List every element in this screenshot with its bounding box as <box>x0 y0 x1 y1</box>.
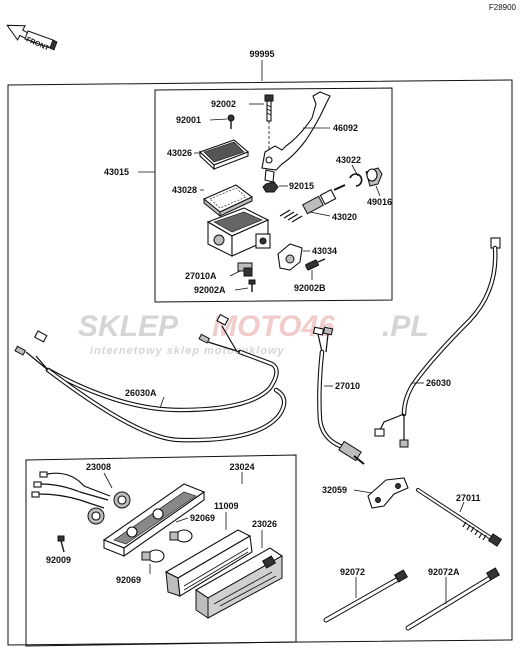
label-92069-b: 92069 <box>116 575 141 585</box>
harness-26030 <box>374 237 501 448</box>
tail-lamp-frame <box>25 454 297 647</box>
nut-92015 <box>262 181 279 193</box>
harness-26030A <box>14 313 287 443</box>
label-49016: 49016 <box>367 197 392 207</box>
screw-92009 <box>57 535 65 553</box>
bracket-43034 <box>277 243 303 271</box>
label-27011: 27011 <box>456 493 481 503</box>
label-92015: 92015 <box>289 181 314 191</box>
label-43034: 43034 <box>312 246 337 256</box>
bracket-32059 <box>367 477 409 509</box>
label-43022: 43022 <box>336 155 361 165</box>
label-23024: 23024 <box>229 462 254 472</box>
bolt-92002 <box>264 94 274 122</box>
label-43026: 43026 <box>167 148 192 158</box>
watermark-subtitle: internetowy sklep motocyklowy <box>90 345 285 357</box>
master-cylinder-frame <box>154 87 393 303</box>
watermark: SKLEP MOTO46 .PL internetowy sklep motoc… <box>78 310 429 357</box>
watermark-brand-tld: .PL <box>382 310 429 343</box>
figure-code: F28900 <box>489 3 517 12</box>
label-23008: 23008 <box>86 462 111 472</box>
diaphragm-43028 <box>202 184 254 218</box>
kit-frame <box>7 79 513 646</box>
bulb-92069-top <box>169 529 193 543</box>
label-43020: 43020 <box>332 212 357 222</box>
screw-92002B <box>305 258 326 271</box>
label-26030: 26030 <box>426 378 451 388</box>
boot-49016 <box>365 167 383 187</box>
lens-23026 <box>194 547 284 619</box>
switch-27010 <box>312 326 365 465</box>
circlip-43022 <box>349 173 363 187</box>
label-92002B: 92002B <box>294 283 326 293</box>
label-92009: 92009 <box>46 555 71 565</box>
reservoir-cap-43026 <box>198 139 250 171</box>
label-92002A: 92002A <box>194 285 226 295</box>
label-27010: 27010 <box>335 381 360 391</box>
label-43028: 43028 <box>172 185 197 195</box>
cable-tie-92072A <box>405 567 501 631</box>
brake-lever-46092 <box>261 91 331 183</box>
label-46092: 46092 <box>333 123 358 133</box>
label-43015: 43015 <box>104 167 129 177</box>
label-92069-a: 92069 <box>190 513 215 523</box>
watermark-brand-gray: SKLEP <box>78 310 179 343</box>
label-26030A: 26030A <box>125 388 157 398</box>
label-92072: 92072 <box>340 567 365 577</box>
master-cylinder-body <box>206 207 271 257</box>
socket-harness-23008 <box>31 471 131 525</box>
rod-27011 <box>416 488 503 547</box>
cable-tie-92072 <box>323 569 409 623</box>
lamp-housing <box>102 483 206 558</box>
screw-92001 <box>227 114 235 129</box>
switch-27010A <box>237 262 253 277</box>
front-arrow-icon: FRONT <box>6 24 58 53</box>
label-23026: 23026 <box>252 519 277 529</box>
label-27010A: 27010A <box>185 271 217 281</box>
label-99995: 99995 <box>249 49 274 59</box>
piston-kit-43020 <box>279 184 346 223</box>
gasket-11009 <box>164 529 253 597</box>
screw-92002A <box>248 279 256 292</box>
bulb-92069-bottom <box>141 549 165 563</box>
label-92001: 92001 <box>176 115 201 125</box>
watermark-brand-red: MOTO46 <box>212 310 335 343</box>
label-32059: 32059 <box>322 485 347 495</box>
label-11009: 11009 <box>214 501 239 511</box>
label-92072A: 92072A <box>428 567 460 577</box>
label-92002-top: 92002 <box>211 99 236 109</box>
